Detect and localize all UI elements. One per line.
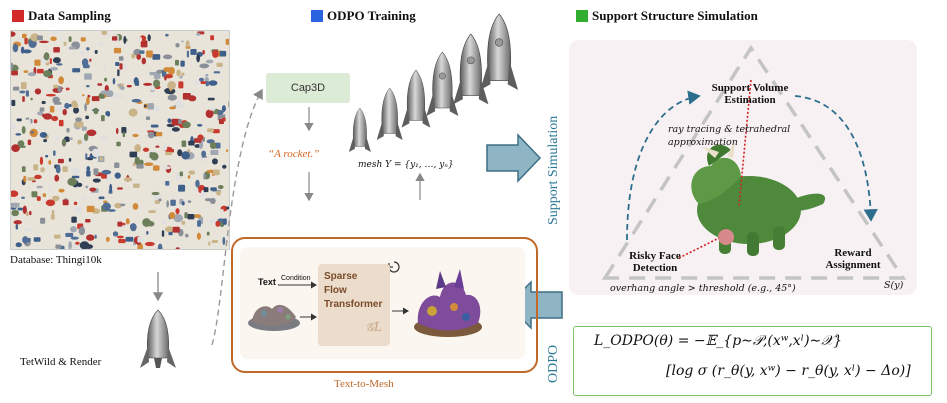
risky-leader <box>678 237 720 259</box>
risky-face-node: Risky Face Detection <box>629 250 681 274</box>
text-to-mesh-frame <box>231 237 538 373</box>
rocket-mesh-1 <box>348 107 371 152</box>
rocket-mesh-6 <box>480 13 519 90</box>
to-simulation-block-arrow <box>486 133 542 183</box>
blue-square-icon <box>311 10 323 22</box>
simulation-panel <box>569 40 917 295</box>
rendered-rocket-icon <box>140 309 176 368</box>
risky-face-highlight <box>718 229 734 245</box>
text-to-mesh-graphics <box>248 261 482 337</box>
odpo-side-label: ODPO <box>546 344 561 383</box>
odpo-loss-box: L_ODPO(θ) = −𝔼_{p∼𝒫,(xʷ,xˡ)∼𝒳} [log σ (r… <box>573 326 932 396</box>
mesh-set-label: mesh Y = {y₁, …, yₙ} <box>358 160 454 170</box>
reward-assignment-node: Reward Assignment <box>825 247 881 271</box>
section-title-sampling: Data Sampling <box>12 8 111 24</box>
green-square-icon <box>576 10 588 22</box>
red-square-icon <box>12 10 24 22</box>
cap3d-box: Cap3D <box>266 73 350 103</box>
generated-mesh-icon <box>414 269 482 337</box>
loss-equation-line1: L_ODPO(θ) = −𝔼_{p∼𝒫,(xʷ,xˡ)∼𝒳} <box>594 333 843 349</box>
support-simulation-side-label: Support Simulation <box>546 115 561 225</box>
rocket-mesh-sequence <box>348 13 519 152</box>
support-volume-node: Support Volume Estimation <box>711 82 789 106</box>
tetwild-render-label: TetWild & Render <box>20 356 102 368</box>
sparse-flow-transformer-box: Sparse Flow Transformer 𝒢L <box>318 264 390 346</box>
refresh-icon <box>388 261 400 273</box>
cycle-arrow-right <box>794 95 878 222</box>
overhang-condition: overhang angle > threshold (e.g., 45°) <box>610 283 796 294</box>
cycle-triangle <box>601 44 907 280</box>
noisy-mesh-icon <box>248 304 300 331</box>
rocket-mesh-5 <box>453 33 489 105</box>
section-title-training: ODPO Training <box>311 8 416 24</box>
text-input-label: Text <box>258 277 276 287</box>
rocket-prompt-text: “A rocket.” <box>268 148 320 160</box>
ray-tracing-note: ray tracing & tetrahedral approximation <box>668 124 791 148</box>
volume-leader <box>738 79 752 207</box>
rocket-mesh-2 <box>376 87 403 140</box>
score-axis-label: S(y) <box>884 280 904 291</box>
render-to-cap3d-dashed-arrow <box>211 88 263 346</box>
triceratops-model-icon <box>691 140 826 256</box>
condition-label: Condition <box>281 275 311 282</box>
section-title-simulation: Support Structure Simulation <box>576 8 758 24</box>
loss-equation-line2: [log σ (r_θ(y, xʷ) − r_θ(y, xˡ) − Δo)] <box>666 363 911 379</box>
thingi10k-mosaic-image <box>10 30 230 250</box>
text-to-mesh-label: Text-to-Mesh <box>334 378 394 390</box>
database-label: Database: Thingi10k <box>10 254 102 266</box>
simulation-graphics <box>601 44 907 280</box>
generator-symbol: 𝒢L <box>365 320 382 334</box>
cycle-arrow-left <box>626 90 701 241</box>
rocket-mesh-4 <box>426 51 459 116</box>
rocket-mesh-3 <box>401 69 431 128</box>
